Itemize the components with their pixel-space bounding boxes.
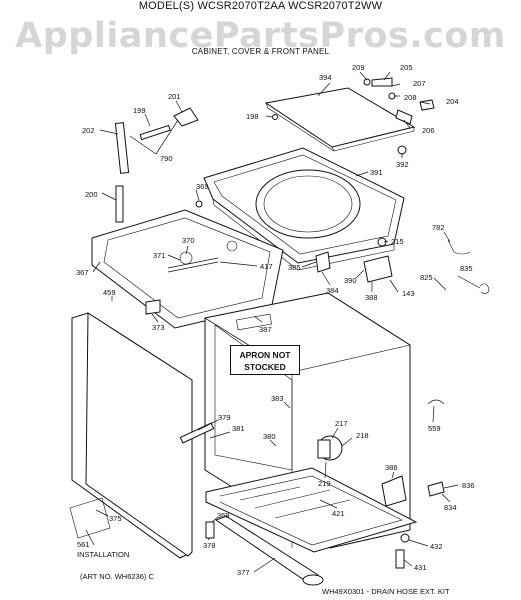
callout-218: 218 <box>356 431 369 440</box>
callout-392: 392 <box>396 160 409 169</box>
callout-388: 388 <box>365 293 378 302</box>
callout-559: 559 <box>428 424 441 433</box>
callout-417: 417 <box>260 262 273 271</box>
callout-375: 375 <box>109 514 122 523</box>
art-number: (ART NO. WH6236) C <box>80 572 154 581</box>
callout-201: 201 <box>168 92 181 101</box>
callout-373: 373 <box>152 323 165 332</box>
callout-835: 835 <box>460 264 473 273</box>
callout-199: 199 <box>133 106 146 115</box>
callout-380: 380 <box>263 432 276 441</box>
callout-381: 381 <box>232 424 245 433</box>
watermark: AppliancePartsPros.com <box>15 16 506 56</box>
callout-390: 390 <box>344 276 357 285</box>
drain-hose-kit-note: WH49X0301 - DRAIN HOSE EXT. KIT <box>322 587 450 596</box>
callout-790: 790 <box>160 154 173 163</box>
callout-378: 378 <box>203 541 216 550</box>
leader-lines <box>85 71 481 573</box>
small-parts <box>114 77 471 569</box>
callout-367: 367 <box>76 268 89 277</box>
callout-200: 200 <box>85 190 98 199</box>
installation-note: 561 INSTALLATION <box>77 540 129 560</box>
callout-385: 385 <box>288 263 301 272</box>
toe-strip <box>214 515 324 586</box>
model-line: MODEL(S) WCSR2070T2AA WCSR2070T2WW <box>138 0 383 12</box>
callout-369b: 369 <box>217 511 230 520</box>
callout-782: 782 <box>432 223 445 232</box>
section-title: CABINET, COVER & FRONT PANEL <box>191 47 330 56</box>
callout-217: 217 <box>335 419 348 428</box>
callout-219: 219 <box>318 479 331 488</box>
callout-825: 825 <box>420 273 433 282</box>
apron-note-line2: STOCKED <box>244 362 286 372</box>
callout-206: 206 <box>422 126 435 135</box>
callout-421: 421 <box>332 509 345 518</box>
callout-207: 207 <box>413 79 426 88</box>
callout-208: 208 <box>404 93 417 102</box>
callout-386: 386 <box>385 463 398 472</box>
cabinet-top <box>203 147 405 271</box>
callout-377: 377 <box>237 568 250 577</box>
callout-394: 394 <box>319 73 332 82</box>
callout-369a: 369 <box>196 182 209 191</box>
callout-202: 202 <box>82 126 95 135</box>
callout-459: 459 <box>103 288 116 297</box>
callout-labels: 394 209 205 207 208 204 206 198 201 199 … <box>76 63 475 577</box>
callout-379: 379 <box>218 413 231 422</box>
callout-383: 383 <box>271 394 284 403</box>
callout-143: 143 <box>402 289 415 298</box>
apron-note-line1: APRON NOT <box>239 350 291 360</box>
callout-198: 198 <box>246 112 259 121</box>
callout-432: 432 <box>430 542 443 551</box>
callout-384: 384 <box>326 286 339 295</box>
callout-431: 431 <box>414 563 427 572</box>
callout-371: 371 <box>153 251 166 260</box>
callout-215: 215 <box>391 237 404 246</box>
installation-text: INSTALLATION <box>77 550 130 559</box>
installation-number: 561 <box>77 540 90 549</box>
callout-204: 204 <box>446 97 459 106</box>
callout-205: 205 <box>400 63 413 72</box>
callout-370: 370 <box>182 236 195 245</box>
callout-836: 836 <box>462 481 475 490</box>
callout-834: 834 <box>444 503 457 512</box>
base-frame <box>205 467 418 553</box>
front-panel <box>69 312 193 559</box>
suspension-base <box>91 209 284 329</box>
callout-391: 391 <box>370 168 383 177</box>
callout-209: 209 <box>352 63 365 72</box>
drain-hose <box>438 283 490 481</box>
callout-387: 387 <box>259 325 272 334</box>
apron-note-box: APRON NOT STOCKED <box>230 345 300 375</box>
